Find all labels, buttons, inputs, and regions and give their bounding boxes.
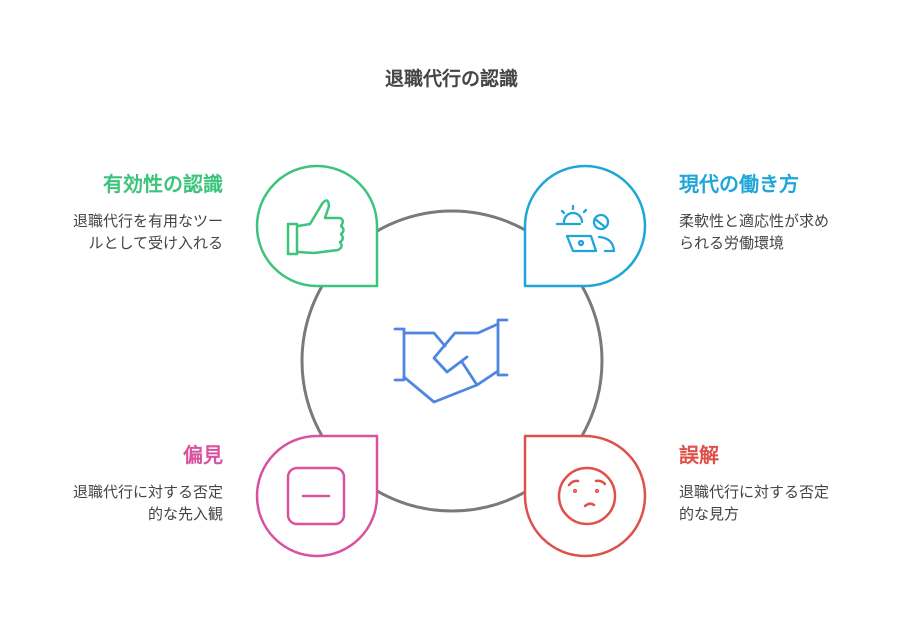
central-ring: [300, 209, 604, 513]
misunderstanding-description: 退職代行に対する否定 的な見方: [679, 481, 879, 525]
desc-line: 柔軟性と適応性が求め: [679, 212, 830, 230]
desc-line: 的な見方: [679, 505, 740, 523]
modern-work-heading: 現代の働き方: [679, 172, 799, 196]
modern-work-bubble: [523, 164, 647, 288]
prejudice-heading: 偏見: [183, 443, 223, 467]
minus-square-icon: [286, 466, 346, 526]
misunderstanding-heading: 誤解: [679, 443, 719, 467]
effectiveness-bubble: [255, 164, 379, 288]
handshake-icon: [393, 318, 509, 404]
desc-line: 退職代行に対する否定: [679, 483, 830, 501]
confused-face-icon: [557, 466, 617, 526]
desc-line: 的な先入観: [147, 505, 223, 523]
misunderstanding-bubble: [523, 434, 647, 558]
desc-line: 退職代行に対する否定: [72, 483, 223, 501]
effectiveness-description: 退職代行を有用なツー ルとして受け入れる: [23, 210, 223, 254]
remote-work-icon: [555, 204, 616, 253]
thumbs-up-icon: [286, 199, 345, 256]
effectiveness-heading: 有効性の認識: [103, 172, 223, 196]
desc-line: られる労働環境: [679, 234, 785, 252]
prejudice-description: 退職代行に対する否定 的な先入観: [23, 481, 223, 525]
desc-line: 退職代行を有用なツー: [72, 212, 223, 230]
diagram-title: 退職代行の認識: [384, 68, 518, 90]
desc-line: ルとして受け入れる: [88, 234, 223, 252]
modern-work-description: 柔軟性と適応性が求め られる労働環境: [679, 210, 879, 254]
